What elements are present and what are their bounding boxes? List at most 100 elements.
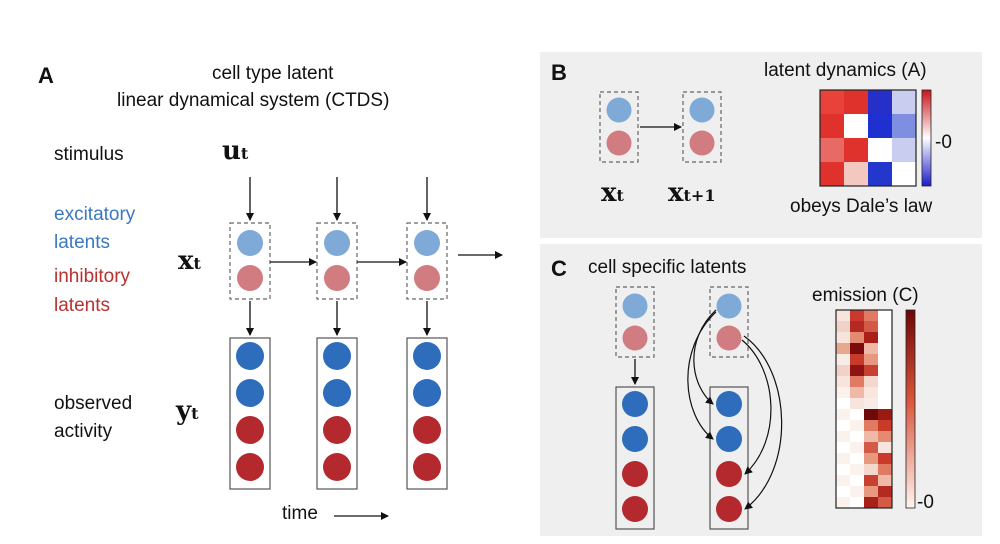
heatmap-cell: [836, 343, 851, 355]
heatmap-cell: [820, 138, 845, 163]
heatmap-cell: [878, 343, 893, 355]
latent-box: [709, 286, 749, 358]
heatmap-cell: [850, 420, 865, 432]
heatmap-cell: [836, 475, 851, 487]
heatmap-cell: [850, 431, 865, 443]
heatmap-cell: [892, 162, 917, 187]
heatmap-cell: [864, 343, 879, 355]
heatmap-cell: [878, 332, 893, 344]
observed-inhibitory-neuron: [622, 461, 648, 487]
heatmap-cell: [864, 464, 879, 476]
emission-colorbar: [905, 309, 916, 509]
heatmap-cell: [864, 497, 879, 509]
observed-excitatory-neuron: [413, 342, 441, 370]
observed-inhibitory-neuron: [716, 496, 742, 522]
inhibitory-latent-node: [689, 130, 715, 156]
observed-excitatory-neuron: [716, 391, 742, 417]
dynamics-colorbar: [921, 89, 932, 187]
heatmap-cell: [836, 398, 851, 410]
emission-colorbar-label: -0: [917, 492, 934, 513]
heatmap-cell: [868, 138, 893, 163]
heatmap-cell: [878, 387, 893, 399]
heatmap-cell: [850, 475, 865, 487]
u-t-symbol: ut: [222, 136, 249, 166]
heatmap-cell: [836, 442, 851, 454]
panel-a-letter: A: [38, 63, 54, 88]
dynamics-heatmap-border: [819, 89, 917, 187]
heatmap-cell: [864, 310, 879, 322]
inhibitory-latent-node: [237, 265, 263, 291]
heatmap-cell: [850, 365, 865, 377]
observed-excitatory-neuron: [716, 426, 742, 452]
heatmap-cell: [864, 442, 879, 454]
latent-box: [316, 222, 358, 300]
inhibitory-label-line2: latents: [54, 295, 110, 316]
heatmap-cell: [878, 321, 893, 333]
heatmap-cell: [878, 376, 893, 388]
heatmap-cell: [850, 354, 865, 366]
heatmap-cell: [850, 398, 865, 410]
heatmap-cell: [850, 409, 865, 421]
observed-inhibitory-neuron: [413, 453, 441, 481]
heatmap-cell: [892, 90, 917, 115]
heatmap-cell: [864, 387, 879, 399]
heatmap-cell: [850, 321, 865, 333]
heatmap-cell: [878, 497, 893, 509]
heatmap-cell: [836, 332, 851, 344]
heatmap-cell: [836, 409, 851, 421]
heatmap-cell: [836, 365, 851, 377]
heatmap-cell: [864, 376, 879, 388]
observed-excitatory-neuron: [323, 342, 351, 370]
observed-excitatory-neuron: [236, 342, 264, 370]
heatmap-cell: [878, 442, 893, 454]
heatmap-cell: [836, 420, 851, 432]
panel-a-title-line1: cell type latent: [212, 63, 334, 84]
heatmap-cell: [864, 420, 879, 432]
heatmap-cell: [850, 310, 865, 322]
heatmap-cell: [820, 90, 845, 115]
heatmap-cell: [850, 453, 865, 465]
heatmap-cell: [878, 475, 893, 487]
heatmap-cell: [836, 431, 851, 443]
excitatory-latent-node: [324, 230, 350, 256]
heatmap-cell: [850, 343, 865, 355]
inhibitory-latent-node: [324, 265, 350, 291]
observed-excitatory-neuron: [622, 426, 648, 452]
heatmap-cell: [836, 321, 851, 333]
heatmap-cell: [864, 475, 879, 487]
observed-label-line2: activity: [54, 421, 113, 442]
heatmap-cell: [892, 138, 917, 163]
excitatory-latent-node: [606, 97, 632, 123]
heatmap-cell: [864, 332, 879, 344]
latent-box: [406, 222, 448, 300]
heatmap-cell: [844, 162, 869, 187]
heatmap-cell: [836, 486, 851, 498]
heatmap-cell: [868, 162, 893, 187]
x-t-symbol-b: xt: [601, 178, 624, 208]
observed-inhibitory-neuron: [323, 416, 351, 444]
observed-excitatory-neuron: [413, 379, 441, 407]
latent-box: [229, 222, 271, 300]
heatmap-cell: [836, 453, 851, 465]
panel-a-graphics: [229, 177, 503, 520]
heatmap-cell: [878, 354, 893, 366]
panel-c-letter: C: [551, 256, 567, 281]
heatmap-cell: [868, 90, 893, 115]
heatmap-cell: [864, 409, 879, 421]
observed-inhibitory-neuron: [236, 453, 264, 481]
observed-box: [709, 386, 749, 530]
heatmap-cell: [878, 310, 893, 322]
inhibitory-latent-node: [716, 325, 742, 351]
x-t-plus-1-symbol: xt+1: [668, 178, 716, 208]
observed-inhibitory-neuron: [323, 453, 351, 481]
heatmap-cell: [836, 376, 851, 388]
observed-excitatory-neuron: [236, 379, 264, 407]
emission-heatmap: [836, 310, 893, 509]
excitatory-label-line2: latents: [54, 232, 110, 253]
heatmap-cell: [850, 486, 865, 498]
stimulus-label: stimulus: [54, 144, 124, 165]
dynamics-heatmap: [820, 90, 917, 187]
heatmap-cell: [850, 376, 865, 388]
heatmap-cell: [820, 162, 845, 187]
